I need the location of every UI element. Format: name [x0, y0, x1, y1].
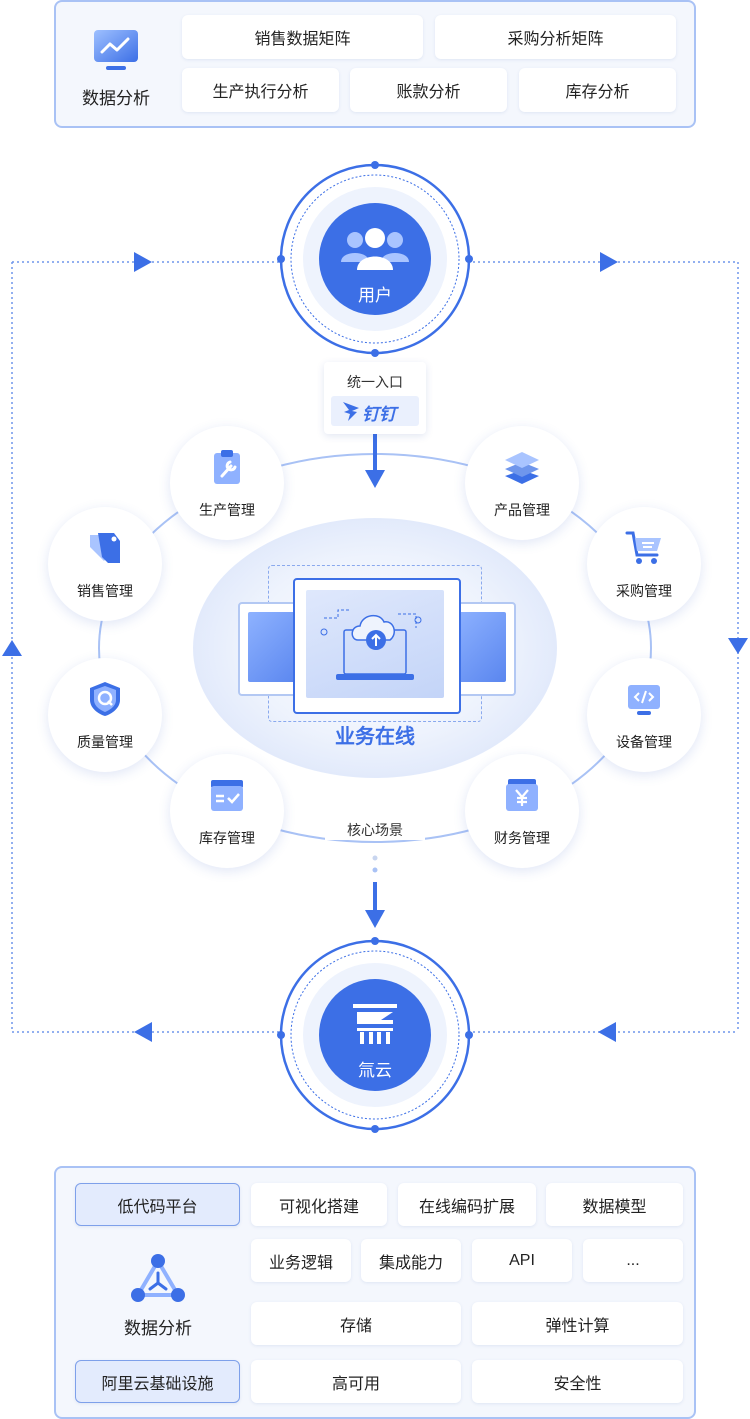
- chip-more[interactable]: ...: [583, 1239, 683, 1282]
- cloud-node-label: 氚云: [358, 1061, 392, 1080]
- module-production-label: 生产管理: [199, 502, 255, 518]
- module-finance[interactable]: 财务管理: [465, 754, 579, 868]
- module-purchase-label: 采购管理: [616, 583, 672, 599]
- top-panel-title: 数据分析: [82, 89, 150, 108]
- bottom-panel-title: 数据分析: [124, 1319, 192, 1338]
- inventory-box-icon: [211, 780, 243, 811]
- chip-data-model[interactable]: 数据模型: [546, 1183, 683, 1226]
- chart-monitor-icon: [94, 30, 138, 70]
- row-label-aliyun[interactable]: 阿里云基础设施: [75, 1360, 240, 1403]
- top-chip-sales-matrix[interactable]: 销售数据矩阵: [182, 15, 423, 59]
- module-equipment[interactable]: 设备管理: [587, 658, 701, 772]
- dingtalk-badge: [331, 396, 419, 426]
- price-tag-icon: [90, 533, 120, 563]
- cloud-upload-laptop-icon: [320, 609, 422, 680]
- module-equipment-label: 设备管理: [616, 734, 672, 750]
- code-monitor-icon: [628, 685, 660, 715]
- dingtalk-brand-text: 钉钉: [362, 405, 396, 424]
- chip-visual-build[interactable]: 可视化搭建: [251, 1183, 387, 1226]
- shopping-cart-icon: [625, 531, 661, 564]
- module-sales-label: 销售管理: [77, 583, 133, 599]
- top-chip-production[interactable]: 生产执行分析: [182, 68, 339, 112]
- top-chip-inventory[interactable]: 库存分析: [519, 68, 676, 112]
- core-ring-label: 核心场景: [325, 820, 425, 840]
- clipboard-wrench-icon: [214, 450, 240, 484]
- module-quality-label: 质量管理: [77, 734, 133, 750]
- triangle-nodes-icon: [131, 1254, 185, 1302]
- chip-api[interactable]: API: [472, 1239, 572, 1282]
- dingtalk-logo-icon: [343, 402, 359, 421]
- users-icon: [341, 228, 409, 270]
- module-product[interactable]: 产品管理: [465, 426, 579, 540]
- top-chip-purchase-matrix[interactable]: 采购分析矩阵: [435, 15, 676, 59]
- yen-wallet-icon: [506, 779, 538, 811]
- module-inventory[interactable]: 库存管理: [170, 754, 284, 868]
- module-sales[interactable]: 销售管理: [48, 507, 162, 621]
- chip-business-logic[interactable]: 业务逻辑: [251, 1239, 351, 1282]
- entry-label: 统一入口: [347, 374, 403, 390]
- shield-q-icon: [90, 682, 120, 716]
- module-product-label: 产品管理: [494, 502, 550, 518]
- module-inventory-label: 库存管理: [199, 830, 255, 846]
- user-node-label: 用户: [358, 286, 392, 305]
- chip-storage[interactable]: 存储: [251, 1302, 461, 1345]
- core-label: 业务在线: [335, 726, 415, 748]
- row-label-lowcode[interactable]: 低代码平台: [75, 1183, 240, 1226]
- layers-icon: [505, 452, 539, 484]
- module-production[interactable]: 生产管理: [170, 426, 284, 540]
- module-quality[interactable]: 质量管理: [48, 658, 162, 772]
- chip-elastic-compute[interactable]: 弹性计算: [472, 1302, 683, 1345]
- chip-integration[interactable]: 集成能力: [361, 1239, 461, 1282]
- chip-online-coding[interactable]: 在线编码扩展: [398, 1183, 536, 1226]
- chip-security[interactable]: 安全性: [472, 1360, 683, 1403]
- module-purchase[interactable]: 采购管理: [587, 507, 701, 621]
- module-finance-label: 财务管理: [494, 830, 550, 846]
- chuanyun-logo-icon: [353, 1004, 397, 1044]
- top-chip-accounts[interactable]: 账款分析: [350, 68, 507, 112]
- chip-high-availability[interactable]: 高可用: [251, 1360, 461, 1403]
